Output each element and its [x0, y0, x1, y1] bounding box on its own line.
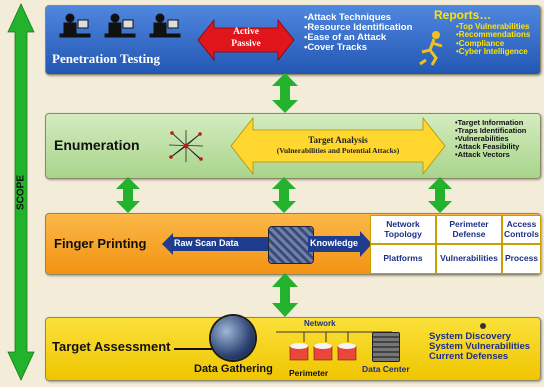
globe-icon — [211, 316, 255, 360]
scope-label: SCOPE — [15, 174, 27, 210]
raw-scan-arrow — [162, 233, 272, 255]
active-label: Active — [233, 27, 259, 37]
tester-icon — [59, 13, 181, 38]
bullet-item: •Attack Feasibility — [455, 141, 520, 151]
perimeter-label: Perimeter — [289, 368, 329, 378]
data-center-label: Data Center — [362, 364, 410, 374]
raw-scan-label: Raw Scan Data — [174, 238, 239, 248]
target-bullets: System Discovery System Vulnerabilities … — [429, 332, 530, 362]
finger-printing-layer: Finger Printing Raw Scan Data Knowledge … — [45, 213, 541, 275]
bullet-item: •Traps Identification — [455, 125, 527, 135]
connector-arrow-4 — [428, 177, 452, 213]
connector-arrow-1 — [272, 73, 298, 113]
bullet-item: •Resource Identification — [304, 21, 413, 33]
bullet-item: Current Defenses — [429, 350, 509, 362]
attack-bullets: •Attack Techniques •Resource Identificat… — [304, 13, 412, 53]
knowledge-arrow — [308, 231, 372, 257]
report-item: •Compliance — [456, 38, 505, 48]
report-item: •Cyber Intelligence — [456, 47, 528, 57]
bullet-item: System Discovery — [429, 331, 511, 342]
target-analysis-title: Target Analysis — [308, 135, 368, 145]
reports-list: •Top Vulnerabilities •Recommendations •C… — [456, 22, 531, 57]
grid-cell-vulnerabilities: Vulnerabilities — [436, 244, 502, 274]
passive-label: Passive — [231, 39, 261, 49]
grid-cell-perimeter-defense: Perimeter Defense — [436, 215, 502, 244]
reports-title: Reports… — [434, 8, 492, 22]
bullet-item: System Vulnerabilities — [429, 340, 531, 352]
connector-line — [174, 348, 214, 350]
data-gathering-label: Data Gathering — [194, 363, 273, 375]
connector-arrow-5 — [272, 273, 298, 317]
report-item: •Recommendations — [456, 30, 531, 40]
bullet-item: •Vulnerabilities — [455, 133, 509, 143]
bullet-item: •Target Information — [455, 118, 524, 127]
enumeration-title: Enumeration — [54, 137, 140, 153]
grid-cell-platforms: Platforms — [370, 244, 436, 274]
report-item: •Top Vulnerabilities — [456, 22, 530, 31]
bullet-item: •Ease of an Attack — [304, 31, 387, 43]
dot-marker — [480, 323, 486, 329]
connector-arrow-2 — [116, 177, 140, 213]
people-icon-group — [56, 10, 186, 46]
grid-cell-network-topology: Network Topology — [370, 215, 436, 244]
firewall-icon — [289, 343, 357, 361]
bullet-item: •Attack Techniques — [304, 12, 392, 23]
target-assessment-layer: Target Assessment Data Gathering Network… — [45, 316, 541, 381]
network-label: Network — [304, 319, 336, 328]
scope-arrow-shape — [7, 3, 35, 381]
network-graph-icon — [168, 130, 204, 162]
gears-icon — [268, 226, 314, 264]
finger-printing-title: Finger Printing — [54, 236, 147, 251]
enumeration-layer: Enumeration Target Analysis (Vulnerabili… — [45, 113, 541, 179]
penetration-title: Penetration Testing — [52, 51, 160, 66]
penetration-testing-layer: Penetration Testing Active Passive •Atta… — [45, 5, 541, 75]
knowledge-label: Knowledge — [310, 238, 359, 248]
active-passive-arrow — [197, 18, 295, 62]
scope-arrow: SCOPE — [6, 2, 36, 382]
target-analysis-arrow — [230, 116, 446, 176]
enumeration-bullets: •Target Information •Traps Identificatio… — [455, 119, 526, 158]
connector-arrow-3 — [272, 177, 296, 213]
bullet-item: •Cover Tracks — [304, 41, 368, 53]
bullet-item: •Attack Vectors — [455, 149, 510, 159]
grid-cell-process: Process — [502, 244, 541, 274]
target-analysis-sub: (Vulnerabilities and Potential Attacks) — [276, 146, 400, 155]
grid-cell-access-controls: Access Controls — [502, 215, 541, 244]
server-icon — [372, 332, 400, 362]
runner-icon — [419, 31, 443, 66]
target-assessment-title: Target Assessment — [52, 339, 171, 354]
